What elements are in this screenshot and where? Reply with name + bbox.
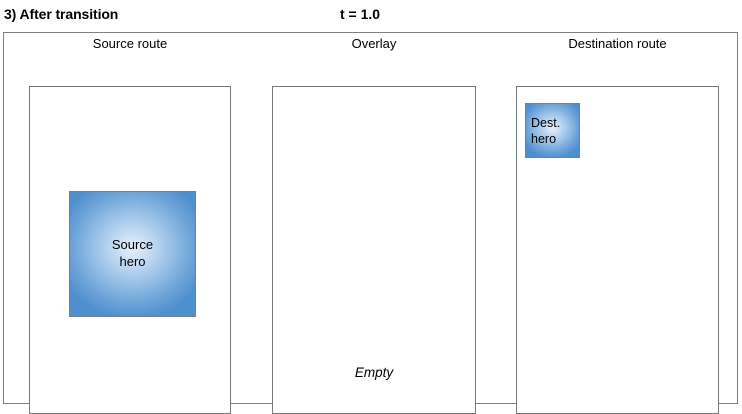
time-label: t = 1.0	[340, 6, 381, 22]
overlay-panel: Empty	[272, 86, 476, 414]
destination-route-header: Destination route	[568, 36, 667, 51]
destination-route-panel: Dest. hero	[516, 86, 719, 414]
destination-hero-line-2: hero	[531, 131, 557, 146]
destination-hero-box: Dest. hero	[525, 103, 580, 158]
diagram-frame: Source route Overlay Destination route S…	[3, 32, 738, 414]
destination-hero-line-1: Dest.	[531, 115, 561, 130]
source-hero-line-2: hero	[119, 254, 146, 269]
source-hero-box: Source hero	[69, 191, 196, 317]
caption-row: 3) After transition t = 1.0	[0, 0, 742, 32]
source-route-header: Source route	[92, 36, 168, 51]
source-route-panel: Source hero	[29, 86, 231, 414]
source-hero-line-1: Source	[111, 237, 154, 253]
overlay-header: Overlay	[351, 36, 397, 51]
overlay-empty-label: Empty	[354, 365, 394, 380]
step-title: 3) After transition	[4, 6, 119, 22]
